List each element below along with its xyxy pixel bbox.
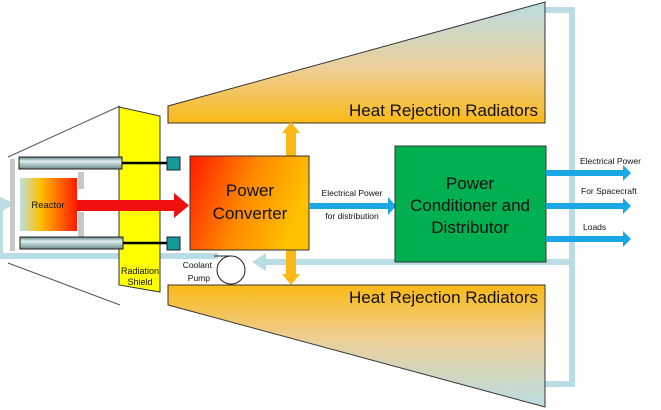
distribution-arrow [309, 197, 396, 215]
radiation-shield [118, 106, 161, 293]
radiator-bottom-label: Heat Rejection Radiators [349, 288, 538, 307]
power-converter [189, 155, 310, 251]
coolant-pump-label-1: Coolant [183, 260, 213, 270]
reactor-housing [10, 159, 84, 251]
output-label-3: Loads [583, 222, 606, 232]
connector-bottom [166, 236, 181, 251]
power-conditioner-label-3: Distributor [431, 218, 509, 237]
radiation-shield-label-2: Shield [127, 277, 152, 287]
radiator-top [167, 1, 546, 124]
reactor-core [20, 178, 77, 231]
control-rod-bottom [19, 236, 124, 250]
power-converter-label-2: Converter [213, 204, 288, 223]
coolant-pump [214, 255, 246, 285]
distribution-label-2: for distribution [325, 211, 379, 221]
cone-outline-bottom [7, 262, 121, 306]
output-label-1: Electrical Power [580, 156, 641, 166]
waste-heat-arrow-down [282, 250, 300, 285]
reactor-label: Reactor [31, 200, 64, 211]
output-arrow-3 [546, 231, 631, 247]
power-conditioner-label-1: Power [446, 174, 495, 193]
output-arrow-1 [546, 165, 631, 181]
waste-heat-arrow-up [282, 122, 300, 158]
connector-top [166, 156, 181, 171]
power-converter-label-1: Power [226, 181, 275, 200]
power-conditioner-distributor [394, 145, 547, 263]
heat-flow-arrow [77, 193, 189, 218]
radiator-top-label: Heat Rejection Radiators [349, 101, 538, 120]
output-arrow-2 [546, 198, 631, 214]
radiation-shield-label-1: Radiation [121, 266, 159, 276]
control-rod-top [18, 156, 123, 170]
cone-outline-top [7, 105, 121, 158]
output-label-2: For Spacecraft [581, 186, 637, 196]
power-conditioner-label-2: Conditioner and [410, 196, 530, 215]
radiator-bottom [167, 284, 546, 408]
distribution-label-1: Electrical Power [322, 188, 383, 198]
coolant-pump-label-2: Pump [188, 273, 210, 283]
